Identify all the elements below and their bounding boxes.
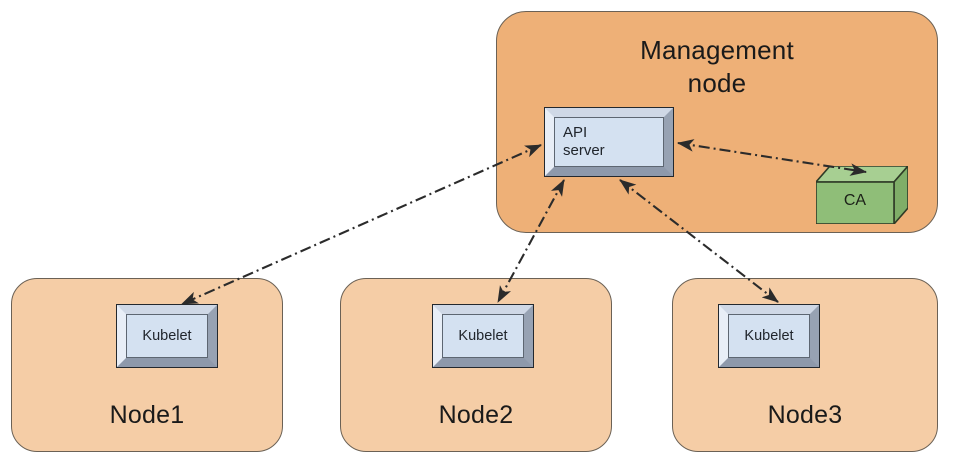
management-node-title: Management node	[640, 35, 794, 98]
ca-label: CA	[843, 192, 867, 209]
kubelet-node1-label: Kubelet	[142, 328, 192, 344]
node2-title: Node2	[438, 401, 514, 429]
kubelet-node3-label: Kubelet	[744, 328, 794, 344]
api-server-box[interactable]: API server	[544, 107, 674, 177]
kubelet-node3-box[interactable]: Kubelet	[718, 304, 820, 368]
node3-title: Node3	[767, 401, 843, 429]
ca-top-face	[816, 166, 908, 183]
ca-cuboid[interactable]: CA	[816, 166, 908, 224]
api-server-face: API server	[554, 117, 664, 167]
kubelet-node3-face: Kubelet	[728, 314, 810, 358]
node1-title: Node1	[109, 401, 185, 429]
kubelet-node2-face: Kubelet	[442, 314, 524, 358]
ca-front-face	[816, 181, 895, 224]
kubelet-node1-face: Kubelet	[126, 314, 208, 358]
kubelet-node1-box[interactable]: Kubelet	[116, 304, 218, 368]
api-server-label: API server	[563, 124, 605, 159]
kubelet-node2-label: Kubelet	[458, 328, 508, 344]
kubelet-node2-box[interactable]: Kubelet	[432, 304, 534, 368]
